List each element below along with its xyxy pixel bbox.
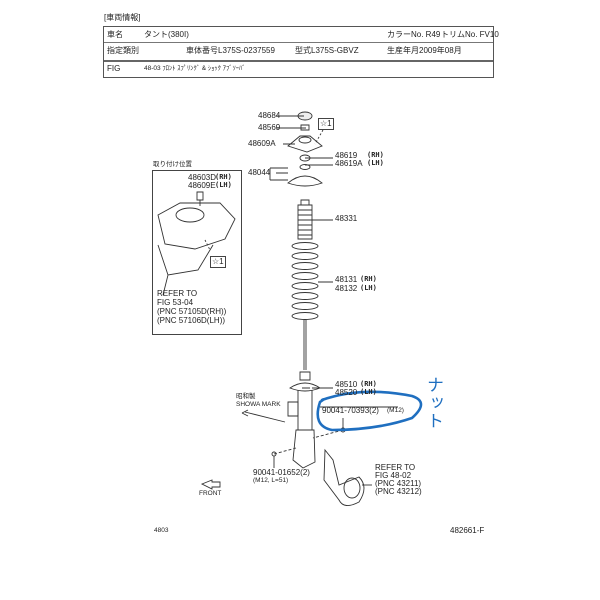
fig-title: 48-03 ﾌﾛﾝﾄ ｽﾌﾟﾘﾝｸﾞ & ｼｮｯｸ ｱﾌﾞｿｰﾊﾞ xyxy=(144,65,246,72)
part-48131-label[interactable]: 48131 xyxy=(335,275,358,284)
front-arrow-icon xyxy=(200,479,221,490)
coil-spring xyxy=(291,242,319,320)
inset-refer-line: (PNC 57106D(LH)) xyxy=(157,316,226,325)
vehicle-info-title: [車両情報] xyxy=(104,13,141,22)
inset-refer-line: (PNC 57105D(RH)) xyxy=(157,307,227,316)
upper-mount xyxy=(287,135,323,153)
star-reference-box: ☆1 xyxy=(318,118,334,130)
steering-knuckle xyxy=(323,448,365,506)
model-label: 型式 xyxy=(295,46,311,55)
part-48569-label[interactable]: 48569 xyxy=(258,123,281,132)
model: L375S-GBVZ xyxy=(311,46,359,55)
body-no: L375S-0237559 xyxy=(218,46,275,55)
vehicle-info-table: 車名 タント(380I) カラーNo. R49 トリムNo. FV10 指定類別… xyxy=(103,26,499,78)
page-code: 4803 xyxy=(154,527,169,534)
handwritten-circle-annotation xyxy=(316,390,423,432)
vehicle-name-label: 車名 xyxy=(107,30,123,39)
part-48609A-label[interactable]: 48609A xyxy=(248,139,276,148)
vehicle-name: タント(380I) xyxy=(144,30,189,39)
part-48132-label[interactable]: 48132 xyxy=(335,284,358,293)
piston-rod xyxy=(303,320,307,370)
production-label: 生産年月 xyxy=(387,46,419,55)
shock-body xyxy=(297,390,313,431)
knuckle-refer-line: (PNC 43212) xyxy=(375,487,422,496)
inset-refer-line[interactable]: FIG 53-04 xyxy=(157,298,194,307)
trim-no: トリムNo. FV10 xyxy=(441,30,499,39)
bump-stopper xyxy=(297,199,313,240)
rh-tag: (RH) xyxy=(367,151,384,159)
spring-seat xyxy=(287,175,323,187)
part-48044-label[interactable]: 48044 xyxy=(248,168,271,177)
part-48619-label[interactable]: 48619 xyxy=(335,151,358,160)
lh-tag: (LH) xyxy=(367,159,384,167)
inset-title: 取り付け位置 xyxy=(153,161,192,168)
strut-bracket xyxy=(292,429,316,469)
part-48510-label[interactable]: 48510 xyxy=(335,380,358,389)
knuckle-refer-line: (PNC 43211) xyxy=(375,479,422,488)
drawing-number: 482661-F xyxy=(450,526,485,535)
part-48520-label[interactable]: 48520 xyxy=(335,388,358,397)
bolt-01652-spec: (M12, L=51) xyxy=(253,477,289,484)
part-48603D-label[interactable]: 48603D xyxy=(188,173,217,182)
mounting-position-inset xyxy=(152,170,242,335)
part-48619A-label[interactable]: 48619A xyxy=(335,159,363,168)
rh-tag: (RH) xyxy=(360,380,377,388)
showa-jp-label: 昭和製 xyxy=(236,393,256,400)
rh-tag: (RH) xyxy=(360,275,377,283)
body-no-label: 車体番号 xyxy=(186,46,218,55)
nut-70393-spec: (M12) xyxy=(387,407,404,414)
fig-label: FIG xyxy=(107,64,121,73)
bolt-01652-label[interactable]: 90041-01652(2) xyxy=(253,468,310,477)
inset-body-drawing xyxy=(157,191,236,296)
inset-refer-line: REFER TO xyxy=(157,289,198,298)
lh-tag: (LH) xyxy=(360,284,377,292)
inset-star-reference-box: ☆1 xyxy=(210,256,226,268)
lh-tag: (LH) xyxy=(215,181,232,189)
designation-label: 指定類別 xyxy=(107,46,139,55)
showa-mark-label: SHOWA MARK xyxy=(236,401,281,408)
knuckle-refer-line: REFER TO xyxy=(375,463,416,472)
part-48331-label[interactable]: 48331 xyxy=(335,214,358,223)
rh-tag: (RH) xyxy=(215,173,232,181)
production-date: 2009年08月 xyxy=(419,46,462,55)
knuckle-refer-line[interactable]: FIG 48-02 xyxy=(375,471,412,480)
nut-70393-label[interactable]: 90041-70393(2) xyxy=(322,406,379,415)
lh-tag: (LH) xyxy=(360,388,377,396)
part-48609E-label[interactable]: 48609E xyxy=(188,181,216,190)
handwritten-nut-annotation: ナット xyxy=(423,376,443,430)
part-48684-label[interactable]: 48684 xyxy=(258,111,281,120)
color-no: カラーNo. R49 xyxy=(387,30,441,39)
front-label: FRONT xyxy=(199,490,222,497)
